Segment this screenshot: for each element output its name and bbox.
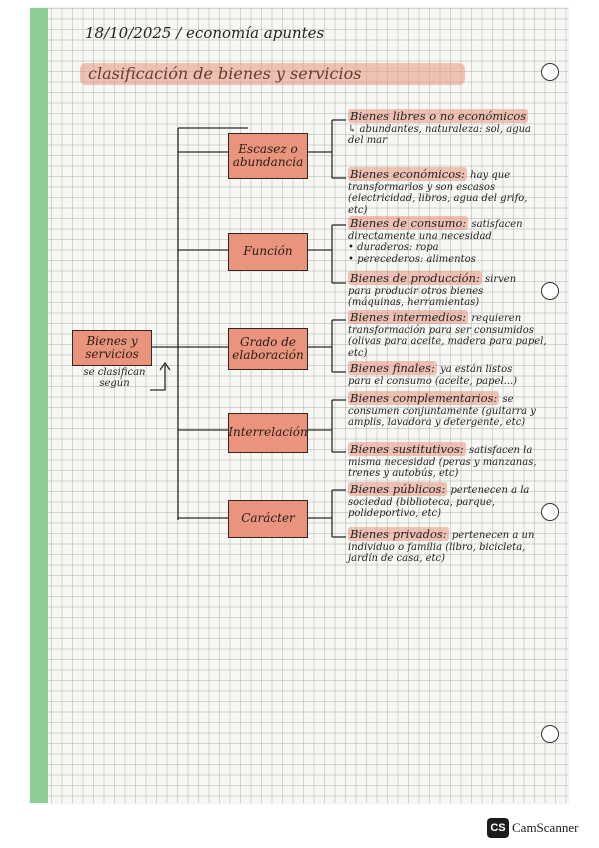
item-bienes-complementarios: Bienes complementarios: se consumen conj… (348, 391, 538, 429)
root-note: se clasifican según (83, 367, 146, 389)
binder-hole (541, 503, 559, 521)
camscanner-logo: CS (487, 818, 509, 838)
binder-hole (541, 725, 559, 743)
binder-hole (541, 63, 559, 81)
item-heading: Bienes de producción: (348, 271, 482, 285)
item-body: pertenecen a un individuo o familia (lib… (348, 530, 535, 564)
item-bienes-consumo: Bienes de consumo: satisfacen directamen… (348, 216, 548, 265)
category-node-interrelacion: Interrelación (228, 413, 308, 453)
category-node-grado: Grado de elaboración (228, 328, 308, 370)
item-heading: Bienes intermedios: (348, 310, 469, 324)
category-node-funcion: Función (228, 233, 308, 271)
item-heading: Bienes complementarios: (348, 391, 500, 405)
item-bienes-finales: Bienes finales: ya están listos para el … (348, 361, 538, 387)
item-body: satisfacen la misma necesidad (peras y m… (348, 445, 537, 479)
item-body: requieren transformación para ser consum… (348, 313, 547, 359)
item-body: se consumen conjuntamente (guitarra y am… (348, 394, 536, 428)
item-heading: Bienes públicos: (348, 482, 448, 496)
item-body: ↳ abundantes, naturaleza: sol, agua del … (348, 123, 532, 147)
camscanner-watermark: CamScanner (512, 820, 579, 835)
title-highlight (80, 63, 465, 85)
item-bienes-produccion: Bienes de producción: sirven para produc… (348, 271, 538, 309)
category-node-escasez: Escasez o abundancia (228, 133, 308, 179)
item-heading: Bienes privados: (348, 527, 449, 541)
item-body: ya están listos para el consumo (aceite,… (348, 364, 518, 387)
item-heading: Bienes económicos: (348, 167, 467, 181)
item-bienes-libres: Bienes libres o no económicos ↳ abundant… (348, 109, 538, 147)
item-heading: Bienes sustitutivos: (348, 442, 466, 456)
item-bienes-privados: Bienes privados: pertenecen a un individ… (348, 527, 553, 565)
category-label: Función (243, 244, 293, 259)
item-body: satisfacen directamente una necesidad • … (348, 219, 523, 265)
item-heading: Bienes finales: (348, 361, 437, 375)
root-node-label: Bienes y servicios (85, 333, 139, 361)
category-node-caracter: Carácter (228, 500, 308, 538)
category-label: Interrelación (228, 425, 308, 440)
item-body: pertenecen a la sociedad (biblioteca, pa… (348, 485, 530, 519)
item-heading: Bienes de consumo: (348, 216, 469, 230)
category-label: Escasez o abundancia (232, 141, 304, 169)
item-bienes-publicos: Bienes públicos: pertenecen a la socieda… (348, 482, 548, 520)
item-bienes-economicos: Bienes económicos: hay que transformarlo… (348, 167, 538, 216)
page-header: 18/10/2025 / economía apuntes (85, 24, 325, 42)
binder-hole (541, 282, 559, 300)
item-bienes-intermedios: Bienes intermedios: requieren transforma… (348, 310, 553, 359)
item-bienes-sustitutivos: Bienes sustitutivos: satisfacen la misma… (348, 442, 553, 480)
root-node: Bienes y servicios (72, 330, 152, 366)
category-label: Grado de elaboración (232, 334, 304, 362)
page-margin-strip (30, 8, 48, 803)
item-heading: Bienes libres o no económicos (348, 109, 529, 123)
category-label: Carácter (241, 511, 295, 526)
item-body: sirven para producir otros bienes (máqui… (348, 274, 517, 308)
page-title: clasificación de bienes y servicios (88, 64, 362, 83)
item-body: hay que transformarlos y son escasos (el… (348, 170, 528, 216)
